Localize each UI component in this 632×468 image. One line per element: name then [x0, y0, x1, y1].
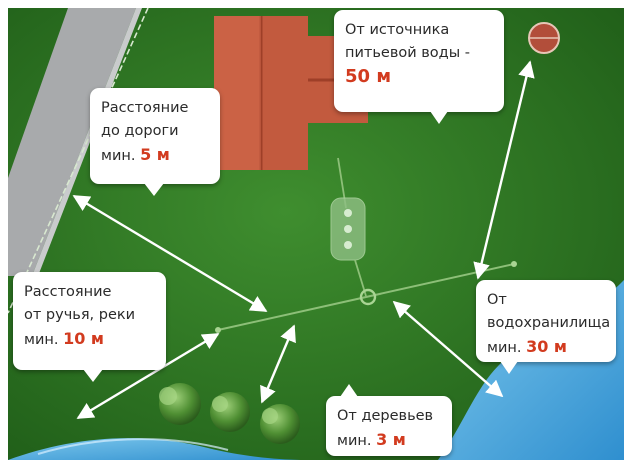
callout-value: 10 м	[63, 329, 104, 348]
arrow-stream	[76, 332, 220, 420]
arrow-trees	[260, 324, 296, 404]
drain-field-pipe	[217, 263, 515, 331]
callout-prefix: мин.	[101, 148, 136, 164]
callout-prefix: мин.	[487, 340, 522, 356]
callout-value: 30 м	[526, 337, 567, 356]
tree-icon	[210, 392, 250, 432]
road	[8, 8, 136, 276]
callout-line: От	[487, 292, 507, 308]
callout-line: От источника	[345, 22, 450, 38]
callout-line: мин. 5 м	[101, 143, 209, 168]
callout-tail	[144, 183, 164, 196]
distribution-well	[359, 288, 377, 306]
callout-tail	[500, 361, 518, 374]
callout-trees-distance: От деревьев мин. 3 м	[326, 384, 452, 456]
tree-icon	[159, 383, 201, 425]
arrow-reservoir	[392, 300, 504, 398]
callout-stream-distance: Расстояние от ручья, реки мин. 10 м	[13, 272, 166, 382]
callout-line: мин. 10 м	[24, 327, 155, 352]
callout-tail	[340, 384, 358, 397]
callout-value: 3 м	[376, 430, 406, 449]
callout-line: мин. 30 м	[487, 335, 605, 360]
tree-icon	[260, 404, 300, 444]
site-plan	[8, 8, 624, 460]
callout-value: 50 м	[345, 66, 392, 87]
callout-line: питьевой воды -	[345, 45, 470, 61]
arrow-icon	[72, 60, 535, 420]
callout-prefix: мин.	[24, 332, 59, 348]
arrow-road	[72, 194, 268, 313]
callout-prefix: мин.	[337, 433, 372, 449]
callout-drinking-water-distance: От источника питьевой воды - 50 м	[334, 10, 504, 124]
callout-line: до дороги	[101, 123, 179, 139]
callout-line: Расстояние	[101, 100, 189, 116]
septic-distance-diagram: Расстояние до дороги мин. 5 м От источни…	[8, 8, 624, 460]
callout-line: мин. 3 м	[337, 428, 441, 453]
callout-line: от ручья, реки	[24, 307, 136, 323]
arrow-well	[473, 60, 535, 280]
callout-line: От деревьев	[337, 408, 434, 424]
callout-reservoir-distance: От водохранилища мин. 30 м	[476, 280, 616, 374]
septic-tank-icon	[330, 197, 366, 261]
callout-line: водохранилища	[487, 315, 611, 331]
callout-line: 50 м	[345, 65, 493, 90]
callout-line: Расстояние	[24, 284, 112, 300]
callout-value: 5 м	[140, 145, 170, 164]
callout-tail	[430, 111, 448, 124]
well-icon	[528, 22, 560, 54]
fence	[8, 8, 149, 314]
callout-tail	[83, 369, 103, 382]
callout-road-distance: Расстояние до дороги мин. 5 м	[90, 88, 220, 196]
